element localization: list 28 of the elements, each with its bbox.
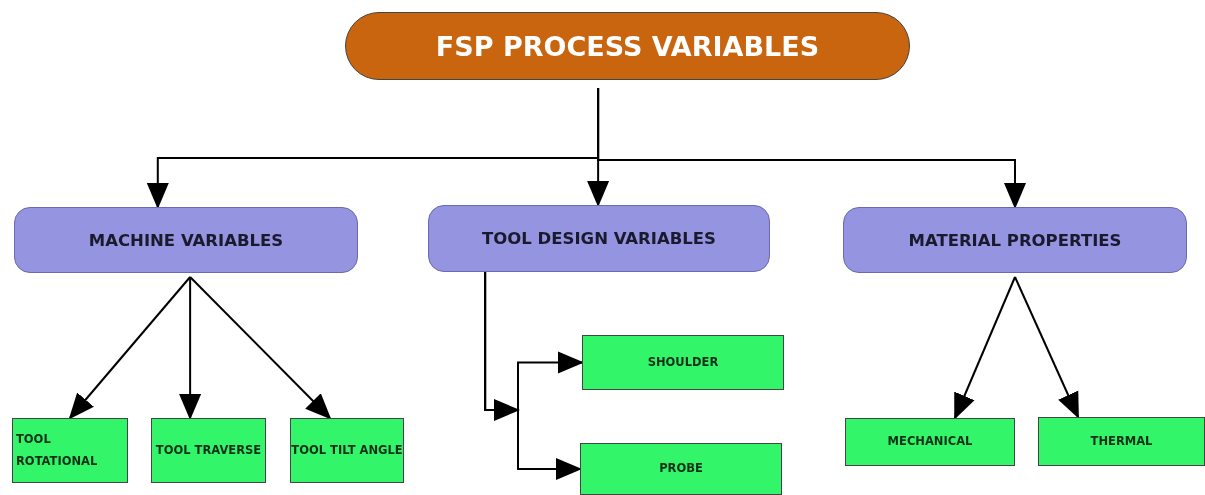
- item-box: [1038, 417, 1205, 466]
- node-label: TOOL DESIGN VARIABLES: [482, 229, 716, 248]
- node-label: TOOL ROTATIONAL: [16, 430, 99, 470]
- arrow: [179, 276, 202, 420]
- node-label: MECHANICAL: [887, 433, 973, 451]
- arrow: [954, 276, 1016, 420]
- node-label: TOOL TRAVERSE: [155, 441, 262, 459]
- node-label: FSP PROCESS VARIABLES: [435, 30, 820, 62]
- item-box: [290, 418, 404, 483]
- arrow: [189, 276, 332, 420]
- node-label: MACHINE VARIABLES: [88, 230, 284, 250]
- item-box: [12, 418, 128, 483]
- arrow: [1014, 276, 1080, 419]
- node-label: PROBE: [659, 460, 703, 478]
- node-label: SHOULDER: [647, 353, 719, 371]
- category-box: [843, 207, 1187, 273]
- item-box: [845, 418, 1015, 466]
- item-box: [580, 443, 782, 495]
- node-label: MATERIAL PROPERTIES: [908, 230, 1122, 250]
- arrow: [484, 271, 520, 421]
- arrow: [597, 87, 1026, 209]
- item-box: [151, 418, 266, 483]
- category-box: [428, 205, 770, 272]
- category-box: [14, 207, 358, 273]
- node-label: TOOL TILT ANGLE: [291, 441, 403, 459]
- node-label: THERMAL: [1090, 432, 1153, 450]
- arrow: [68, 276, 192, 420]
- item-box: [582, 335, 784, 390]
